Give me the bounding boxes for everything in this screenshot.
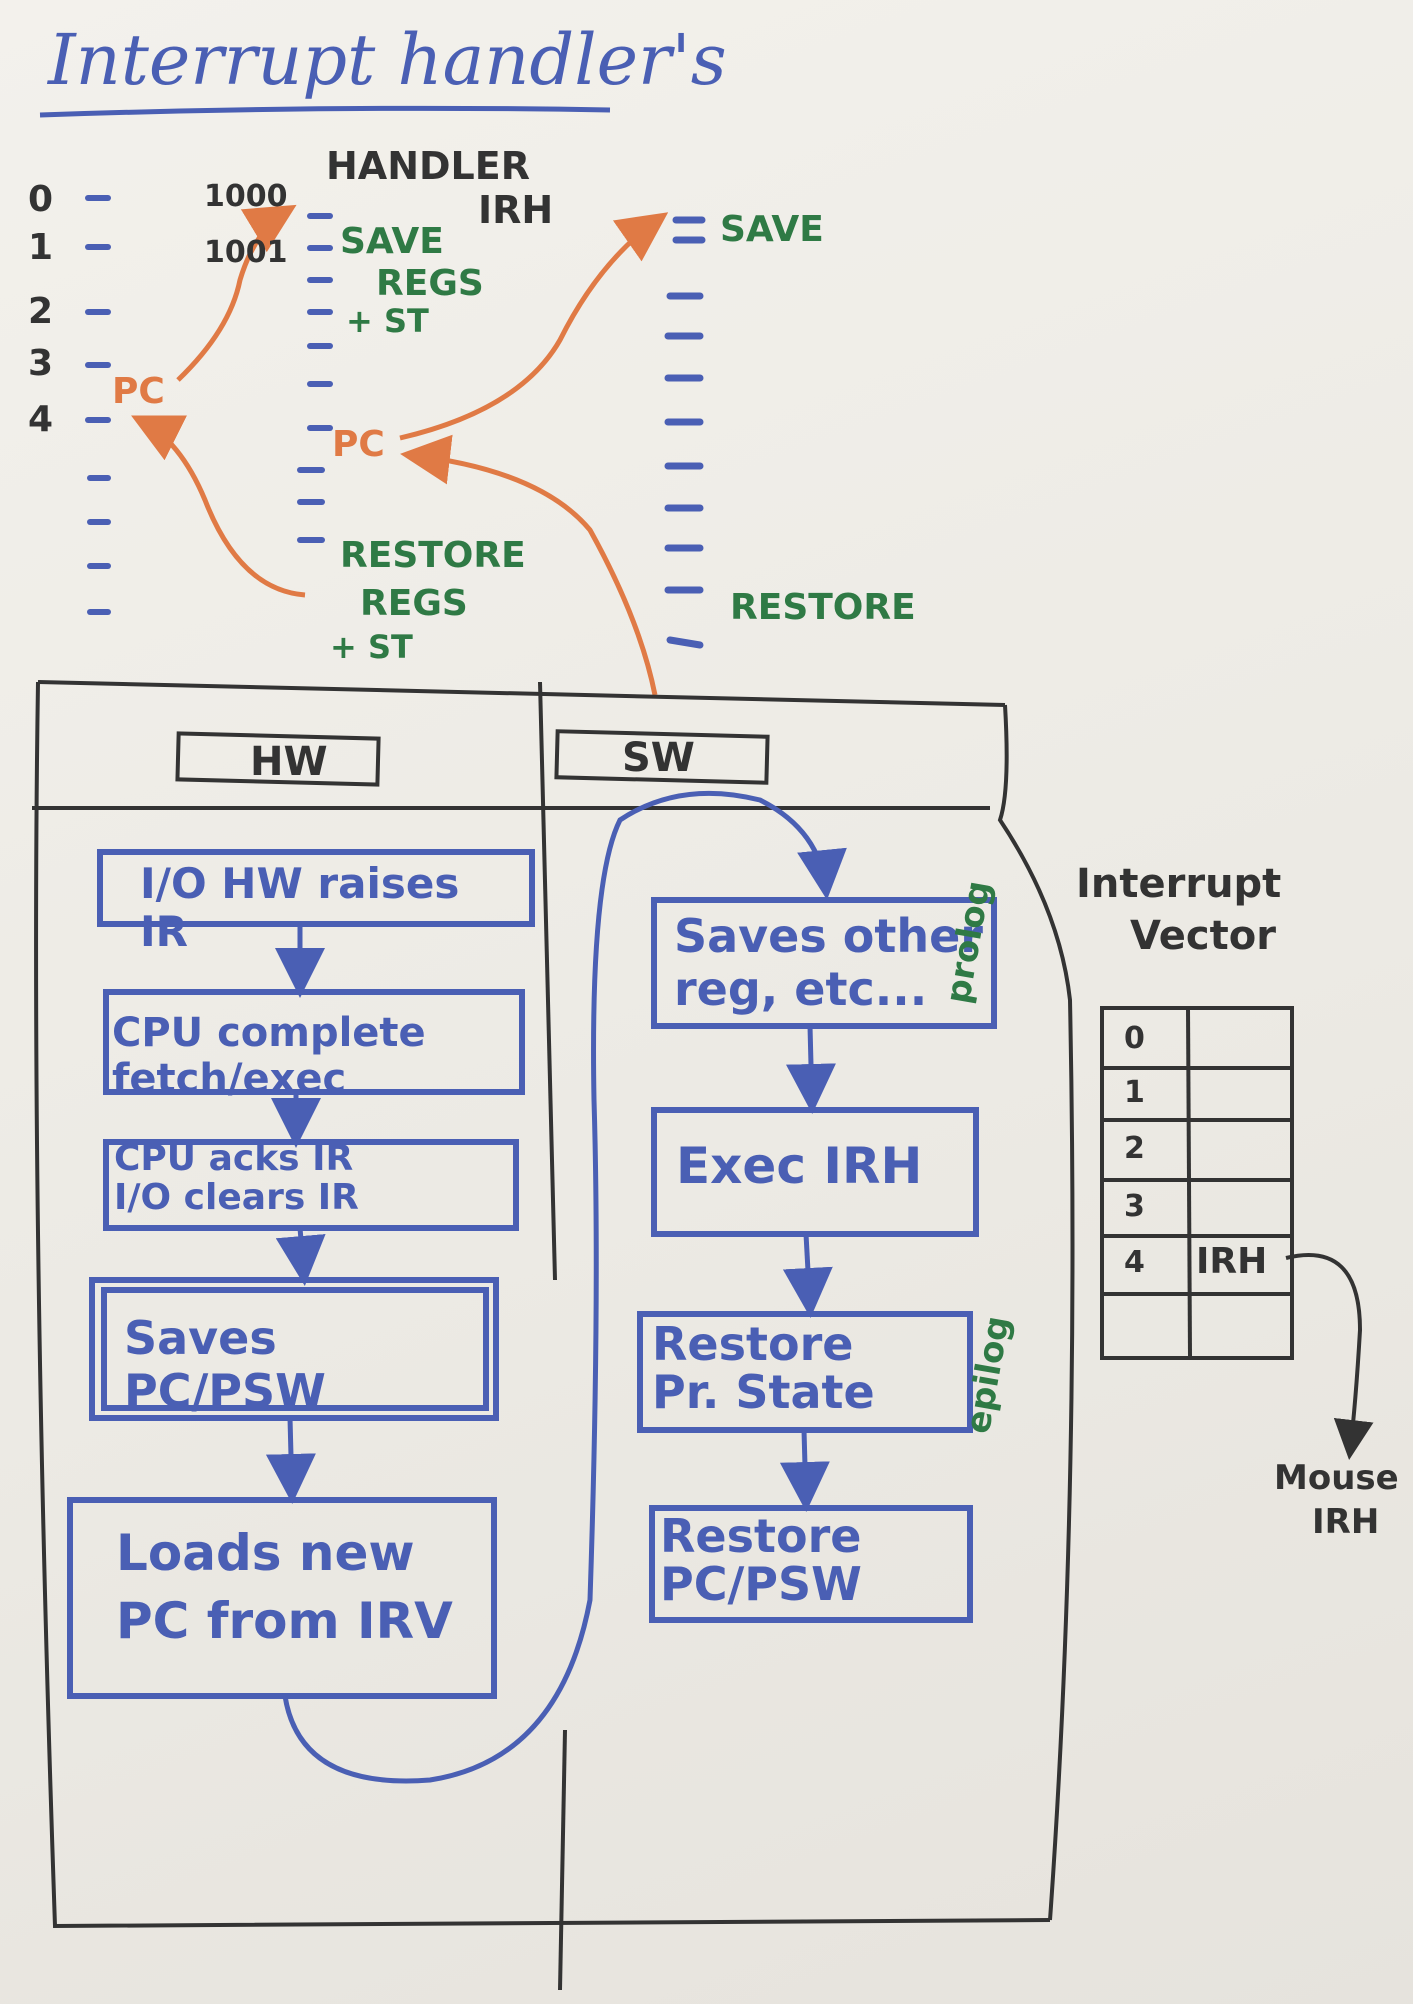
address-0: 0 xyxy=(28,179,54,220)
mouse-irh-line-1: Mouse xyxy=(1274,1458,1399,1498)
save-regs-line-3: + ST xyxy=(346,302,429,340)
vector-row-3: 3 xyxy=(1124,1189,1145,1224)
hw-step-complete-fetch: CPU complete fetch/exec xyxy=(112,1010,426,1102)
vector-row-0: 0 xyxy=(1124,1021,1145,1056)
pc-label-left: PC xyxy=(112,371,165,412)
sw-step-restore-state: Restore Pr. State xyxy=(652,1317,875,1420)
hw-step-load-pc: Loads new PC from IRV xyxy=(116,1524,453,1650)
handler-title: HANDLER xyxy=(326,144,530,188)
restore-regs-line-3: + ST xyxy=(330,628,413,666)
vector-to-mouse-arrow xyxy=(1285,1253,1374,1460)
hw-to-sw-loop xyxy=(282,790,847,1784)
address-4: 4 xyxy=(28,399,54,440)
restore-regs-line-2: REGS xyxy=(360,583,468,624)
page-title: Interrupt handler's xyxy=(48,19,727,101)
sw-step-exec-irh: Exec IRH xyxy=(676,1137,923,1195)
sw-arrows xyxy=(779,1025,836,1512)
hw-step-save-pc: Saves PC/PSW xyxy=(124,1311,326,1418)
vector-row-4: 4 xyxy=(1124,1245,1145,1280)
hw-arrows xyxy=(265,924,326,1504)
vector-title-line-2: Vector xyxy=(1130,913,1276,959)
swimlane-frame xyxy=(32,680,1075,1991)
memory-column-right xyxy=(664,216,706,649)
address-1: 1 xyxy=(28,227,54,268)
save-regs-line-2: REGS xyxy=(376,263,484,304)
restore-regs-line-1: RESTORE xyxy=(340,535,526,576)
title-underline xyxy=(39,105,611,118)
address-2: 2 xyxy=(28,291,54,332)
memory-column-left xyxy=(85,195,111,615)
vector-entry-irh: IRH xyxy=(1196,1241,1268,1282)
hw-step-ack-ir: CPU acks IR I/O clears IR xyxy=(114,1138,359,1218)
handler-subtitle: IRH xyxy=(478,188,554,232)
address-3: 3 xyxy=(28,343,54,384)
vector-row-1: 1 xyxy=(1124,1075,1145,1110)
vector-title-line-1: Interrupt xyxy=(1076,861,1282,907)
hw-column-header: HW xyxy=(250,739,328,785)
pc-label-handler: PC xyxy=(332,424,385,465)
handler-address-1001: 1001 xyxy=(204,235,288,270)
handler-address-1000: 1000 xyxy=(204,179,288,214)
mouse-irh-line-2: IRH xyxy=(1312,1502,1380,1542)
sw-step-save-regs: Saves other reg, etc... xyxy=(674,909,983,1016)
sw-column-header: SW xyxy=(622,735,695,781)
hw-step-raise-ir: I/O HW raises IR xyxy=(140,859,460,957)
sw-step-restore-pc: Restore PC/PSW xyxy=(660,1509,862,1612)
save-regs-line-1: SAVE xyxy=(340,221,444,262)
restore-right-label: RESTORE xyxy=(730,587,916,628)
memory-column-handler xyxy=(297,213,333,543)
save-right-label: SAVE xyxy=(720,209,824,250)
control-flow-arrows xyxy=(131,204,669,696)
vector-row-2: 2 xyxy=(1124,1131,1145,1166)
interrupt-vector-table xyxy=(1100,1006,1294,1360)
